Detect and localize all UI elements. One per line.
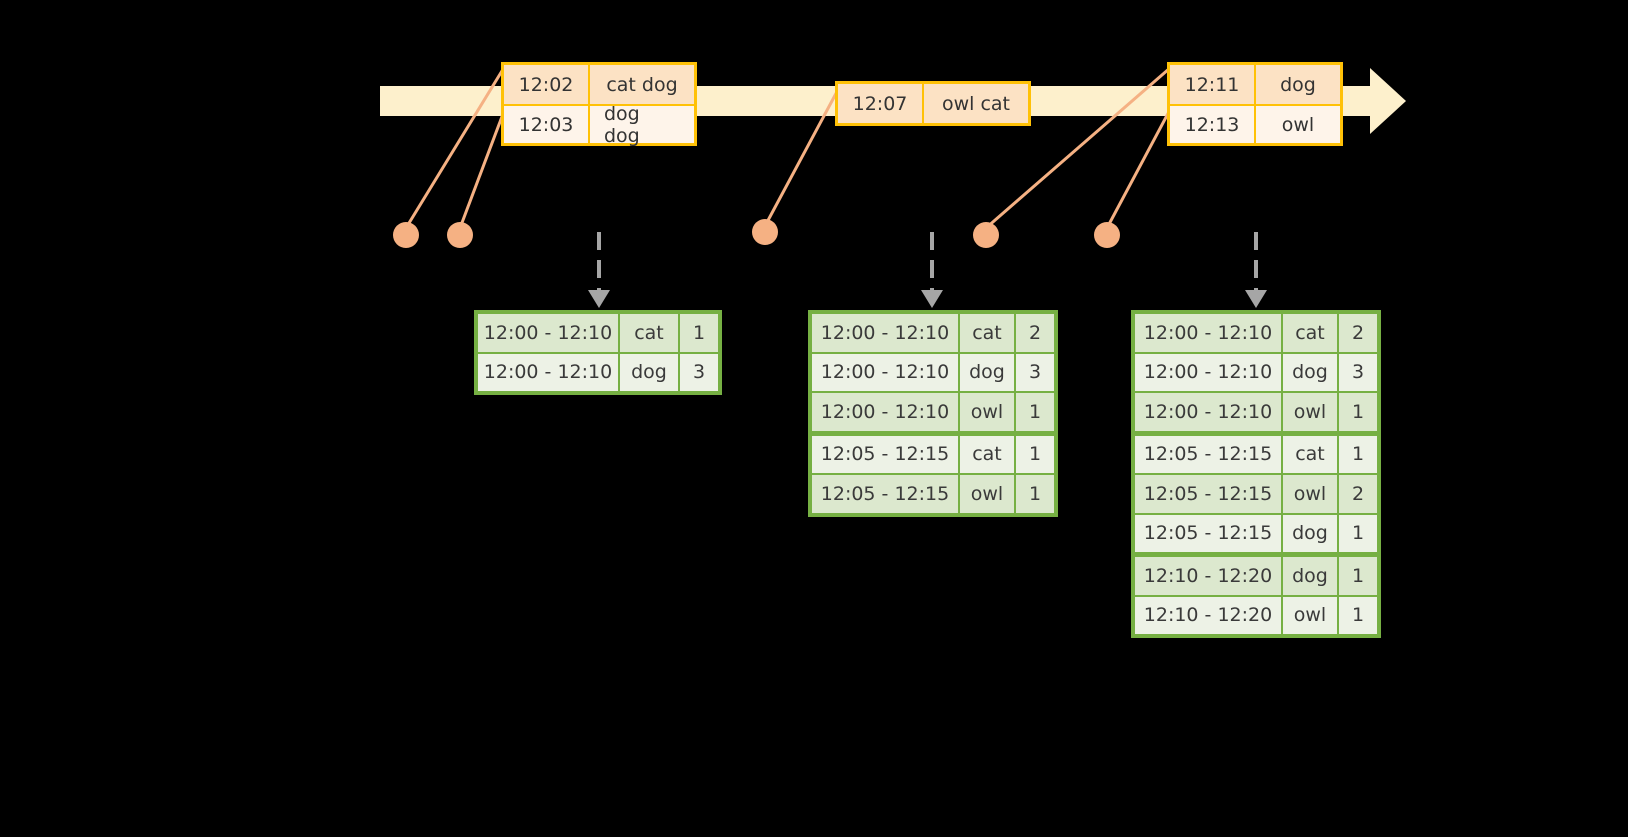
count-cell: 1 [1339, 393, 1377, 431]
event-time: 12:03 [504, 106, 590, 143]
key-cell: owl [1283, 475, 1337, 513]
count-cell: 1 [1016, 435, 1054, 473]
count-cell: 3 [1016, 353, 1054, 391]
window-range-cell: 12:10 - 12:20 [1135, 596, 1281, 634]
count-cell: 1 [1339, 435, 1377, 473]
event-time: 12:13 [1170, 106, 1256, 143]
count-cell: 2 [1339, 314, 1377, 352]
timeline-event-row: 12:13 owl [1170, 104, 1340, 143]
window-range-cell: 12:00 - 12:10 [478, 353, 618, 391]
window-range-cell: 12:00 - 12:10 [812, 393, 958, 431]
event-marker-dot-icon [393, 222, 419, 248]
key-cell: cat [620, 314, 678, 352]
count-cell: 3 [680, 353, 718, 391]
window-range-cell: 12:05 - 12:15 [1135, 435, 1281, 473]
timeline-event-box-1[interactable]: 12:02 cat dog 12:03 dog dog [501, 62, 697, 147]
timeline-event-row: 12:11 dog [1170, 65, 1340, 104]
window-range-cell: 12:00 - 12:10 [1135, 314, 1281, 352]
key-cell: owl [960, 393, 1014, 431]
key-cell: dog [620, 353, 678, 391]
timeline-event-row: 12:02 cat dog [504, 65, 694, 104]
key-cell: cat [1283, 314, 1337, 352]
window-range-cell: 12:00 - 12:10 [812, 314, 958, 352]
leader-line [458, 105, 508, 229]
event-marker-dot-icon [1094, 222, 1120, 248]
count-cell: 2 [1016, 314, 1054, 352]
key-cell: dog [1283, 557, 1337, 595]
dashed-arrow-head-icon [921, 290, 943, 308]
event-time: 12:07 [838, 84, 924, 123]
key-cell: owl [1283, 596, 1337, 634]
event-payload: owl [1256, 106, 1340, 143]
window-range-cell: 12:00 - 12:10 [478, 314, 618, 352]
key-cell: dog [1283, 514, 1337, 552]
count-cell: 1 [1339, 596, 1377, 634]
leader-line [1105, 105, 1174, 229]
count-cell: 1 [1016, 475, 1054, 513]
count-cell: 1 [1339, 514, 1377, 552]
event-payload: owl cat [924, 84, 1028, 123]
key-cell: cat [1283, 435, 1337, 473]
window-range-cell: 12:05 - 12:15 [812, 475, 958, 513]
window-range-cell: 12:10 - 12:20 [1135, 557, 1281, 595]
arrow-right-icon [1370, 68, 1406, 134]
event-payload: dog [1256, 65, 1340, 104]
count-cell: 2 [1339, 475, 1377, 513]
key-cell: dog [960, 353, 1014, 391]
window-range-cell: 12:00 - 12:10 [1135, 353, 1281, 391]
timeline-event-box-2[interactable]: 12:07 owl cat [835, 81, 1031, 126]
count-cell: 1 [1339, 557, 1377, 595]
count-cell: 1 [680, 314, 718, 352]
dashed-arrow-head-icon [1245, 290, 1267, 308]
key-cell: cat [960, 314, 1014, 352]
window-range-cell: 12:00 - 12:10 [1135, 393, 1281, 431]
key-cell: owl [1283, 393, 1337, 431]
window-range-cell: 12:05 - 12:15 [812, 435, 958, 473]
window-range-cell: 12:05 - 12:15 [1135, 475, 1281, 513]
timeline-event-box-3[interactable]: 12:11 dog 12:13 owl [1167, 62, 1343, 146]
event-marker-dot-icon [447, 222, 473, 248]
event-time: 12:02 [504, 65, 590, 104]
key-cell: owl [960, 475, 1014, 513]
count-cell: 3 [1339, 353, 1377, 391]
timeline-event-row: 12:07 owl cat [838, 84, 1028, 123]
event-time: 12:11 [1170, 65, 1256, 104]
event-payload: dog dog [590, 103, 694, 147]
event-payload: cat dog [590, 65, 694, 104]
event-marker-dot-icon [752, 219, 778, 245]
key-cell: cat [960, 435, 1014, 473]
timeline-event-row: 12:03 dog dog [504, 103, 694, 147]
key-cell: dog [1283, 353, 1337, 391]
window-range-cell: 12:00 - 12:10 [812, 353, 958, 391]
window-range-cell: 12:05 - 12:15 [1135, 514, 1281, 552]
event-marker-dot-icon [973, 222, 999, 248]
count-cell: 1 [1016, 393, 1054, 431]
dashed-arrow-head-icon [588, 290, 610, 308]
